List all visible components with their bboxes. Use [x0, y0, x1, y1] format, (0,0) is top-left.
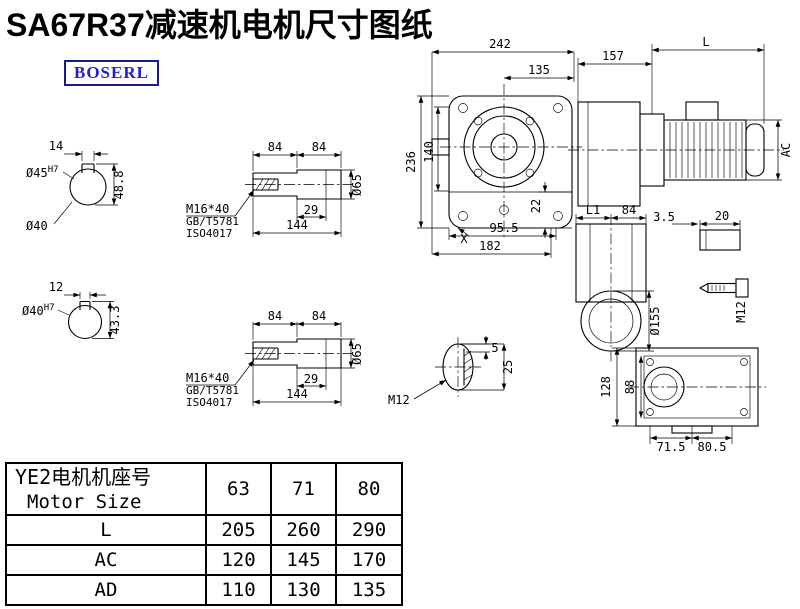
cell-AC-63: 120 [205, 544, 272, 576]
dim-front-height: 236 [404, 151, 418, 173]
hub-section-top: 14 48.8 Ø45H7 Ø40 [26, 139, 126, 233]
dim-shaft-top-c: 29 [304, 203, 318, 217]
cell-L-71: 260 [270, 514, 337, 546]
dim-bottom-base-a: 71.5 [657, 440, 686, 454]
dim-front-base-b: 182 [479, 239, 501, 253]
label-shaft-bottom-std: GB/T5781 [186, 384, 239, 397]
label-shaft-top-iso: ISO4017 [186, 227, 232, 240]
cell-AD-63: 110 [205, 574, 272, 606]
cell-AC-71: 145 [270, 544, 337, 576]
label-output-bolt: M12 [734, 301, 748, 323]
hub-section-bottom: 12 43.3 Ø40H7 [22, 280, 122, 340]
dim-bottom-inner-h: 88 [623, 380, 637, 394]
dim-hub-top-keywidth: 14 [49, 139, 63, 153]
size-col-71: 71 [270, 462, 337, 516]
dim-front-foot: 22 [529, 199, 543, 213]
dim-output-l1: L1 [586, 203, 600, 217]
dim-shaft-top-total: 144 [286, 218, 308, 232]
output-flange-view: L1 84 Ø155 20 3.5 M12 [575, 203, 749, 362]
cell-AD-71: 130 [270, 574, 337, 606]
row-label-AC: AC [5, 544, 207, 576]
table-header-row: YE2电机机座号 Motor Size 63 71 80 [5, 462, 403, 516]
page-title: SA67R37减速机电机尺寸图纸 [6, 7, 433, 43]
label-hub-top-outer: Ø40 [26, 219, 48, 233]
dim-front-width-half: 135 [528, 63, 550, 77]
shaft-end-view: 5 25 M12 [388, 336, 515, 407]
output-shaft-top: 84 84 29 144 Ø65 M16*40 GB/T5781 ISO4017 [186, 140, 364, 240]
table-row-AC: AC 120 145 170 [5, 544, 403, 576]
dim-hub-bottom-keywidth: 12 [49, 280, 63, 294]
label-front-mark: X [460, 232, 468, 246]
dim-bottom-base-b: 80.5 [698, 440, 727, 454]
table-header-cell: YE2电机机座号 Motor Size [5, 462, 207, 516]
label-end-bolt: M12 [388, 393, 410, 407]
row-label-L: L [5, 514, 207, 546]
side-view: 157 L AC [568, 35, 793, 207]
dim-shaft-top-b: 84 [312, 140, 326, 154]
dim-front-center-h: 140 [422, 141, 436, 163]
dim-output-plate-w: 20 [715, 209, 729, 223]
size-col-63: 63 [205, 462, 272, 516]
dim-shaft-bottom-dia: Ø65 [350, 343, 364, 365]
cell-AD-80: 135 [335, 574, 403, 606]
front-view: 242 135 236 140 22 95.5 182 X [404, 37, 582, 258]
dim-output-len: 84 [622, 203, 636, 217]
dim-shaft-bottom-b: 84 [312, 309, 326, 323]
label-hub-bottom-bore: Ø40H7 [22, 303, 55, 318]
label-shaft-top-thread: M16*40 [186, 202, 229, 216]
output-shaft-bottom: 84 84 29 144 Ø65 M16*40 GB/T5781 ISO4017 [186, 309, 364, 409]
size-col-80: 80 [335, 462, 403, 516]
dim-side-motor-dia: AC [779, 143, 793, 157]
bottom-view: 128 88 71.5 80.5 [599, 347, 766, 454]
header-en: Motor Size [27, 490, 142, 513]
cell-L-63: 205 [205, 514, 272, 546]
label-shaft-bottom-thread: M16*40 [186, 371, 229, 385]
dim-bottom-height: 128 [599, 376, 613, 398]
dim-hub-bottom-height: 43.3 [108, 306, 122, 335]
boserl-logo: BOSERL [64, 60, 159, 86]
dim-front-base-a: 95.5 [490, 221, 519, 235]
dim-shaft-bottom-total: 144 [286, 387, 308, 401]
dim-front-width: 242 [489, 37, 511, 51]
dim-shaft-bottom-a: 84 [268, 309, 282, 323]
cell-L-80: 290 [335, 514, 403, 546]
dim-hub-top-height: 48.8 [112, 171, 126, 200]
row-label-AD: AD [5, 574, 207, 606]
label-hub-top-bore: Ø45H7 [26, 165, 59, 180]
label-shaft-top-std: GB/T5781 [186, 215, 239, 228]
cell-AC-80: 170 [335, 544, 403, 576]
label-shaft-bottom-iso: ISO4017 [186, 396, 232, 409]
dim-side-gear-len: 157 [602, 49, 624, 63]
motor-size-table: YE2电机机座号 Motor Size 63 71 80 L 205 260 2… [5, 462, 403, 606]
dim-shaft-bottom-c: 29 [304, 372, 318, 386]
table-row-L: L 205 260 290 [5, 514, 403, 546]
header-cn: YE2电机机座号 [15, 464, 152, 489]
dim-shaft-top-a: 84 [268, 140, 282, 154]
dim-side-motor-len: L [702, 35, 709, 49]
dim-output-flange-dia: Ø155 [648, 307, 662, 336]
table-row-AD: AD 110 130 135 [5, 574, 403, 606]
dim-output-plate: 3.5 [653, 210, 675, 224]
dim-end-key-b: 25 [501, 360, 515, 374]
dim-shaft-top-dia: Ø65 [350, 174, 364, 196]
dim-end-key-a: 5 [491, 341, 498, 355]
